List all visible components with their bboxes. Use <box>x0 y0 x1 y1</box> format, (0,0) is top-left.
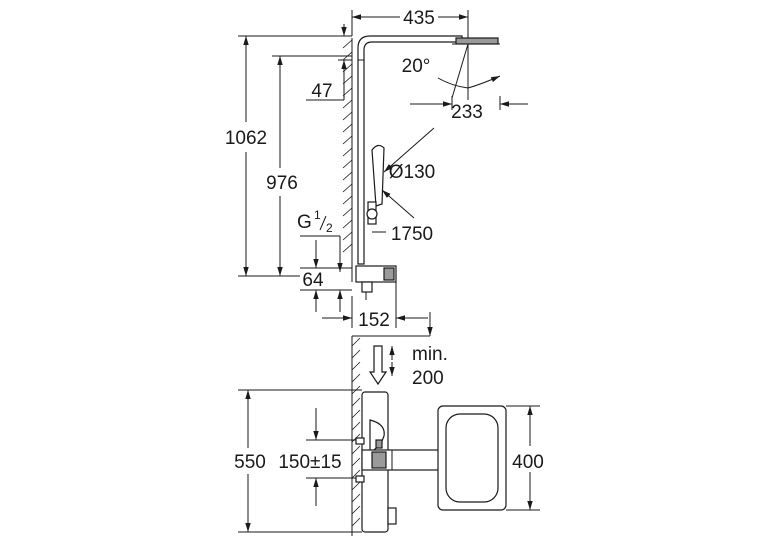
thread-denominator: 2 <box>326 221 333 235</box>
dim-47: 47 <box>306 24 352 102</box>
dim-152-label: 152 <box>358 310 390 331</box>
dim-550: 550 <box>234 389 362 533</box>
dim-550-label: 550 <box>234 452 266 473</box>
dim-152: 152 <box>322 282 428 331</box>
overhead-shower-plate <box>437 405 507 511</box>
hand-shower <box>366 144 385 225</box>
dim-64: 64 <box>300 240 352 312</box>
dim-233-label: 233 <box>451 102 483 123</box>
dim-47-label: 47 <box>311 81 332 102</box>
dim-diameter-label: Ø130 <box>389 162 435 183</box>
dim-976: 976 <box>266 55 352 276</box>
dim-1062: 1062 <box>225 35 352 277</box>
dim-976-label: 976 <box>266 173 298 194</box>
clearance-indicator: min. 200 <box>368 344 448 389</box>
dim-spray-angle: 20° <box>402 43 501 100</box>
thread-numerator: 1 <box>314 208 321 222</box>
overhead-shower-head <box>452 37 500 45</box>
dim-angle-label: 20° <box>402 56 431 77</box>
dim-1750-label: 1750 <box>391 224 433 245</box>
thread-prefix: G <box>297 212 312 233</box>
dim-400-label: 400 <box>512 452 544 473</box>
dim-64-label: 64 <box>302 270 324 291</box>
lower-wall <box>351 312 433 536</box>
dim-inlet-spacing: 150±15 <box>278 408 356 506</box>
dim-diameter: Ø130 <box>381 127 435 219</box>
dim-1062-label: 1062 <box>225 128 267 149</box>
dim-233: 233 <box>410 96 528 123</box>
dim-1750: 1750 <box>372 224 433 245</box>
clearance-value: 200 <box>412 368 444 389</box>
clearance-label: min. <box>412 344 448 365</box>
dim-thread: G 1 2 <box>297 208 343 272</box>
dim-inlet-spacing-label: 150±15 <box>278 452 341 473</box>
dim-400: 400 <box>506 405 544 511</box>
thermostat-mixer <box>355 265 397 300</box>
dim-435: 435 <box>351 8 469 38</box>
dim-435-label: 435 <box>403 8 435 29</box>
